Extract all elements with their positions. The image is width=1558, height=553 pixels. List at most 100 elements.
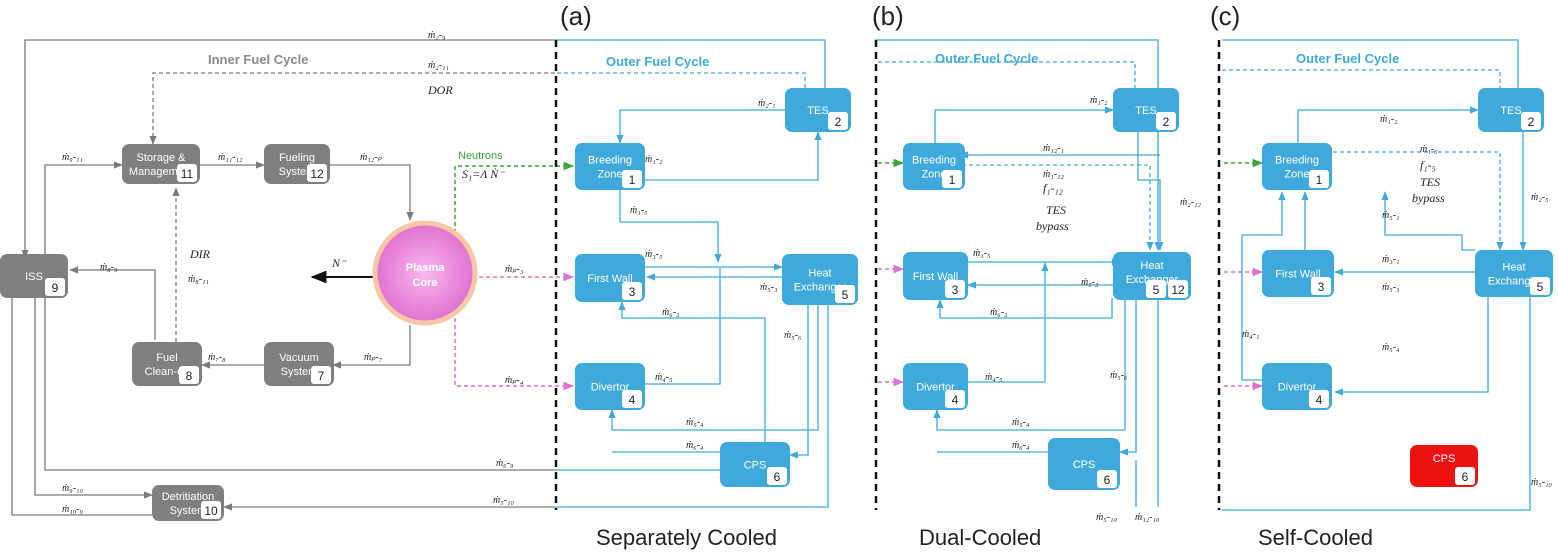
plasma-label-1: Plasma [406, 262, 445, 274]
c-heat-exchanger-block-label: Heat [1502, 262, 1525, 274]
tes-bypass-label-b-2: bypass [1036, 219, 1069, 233]
panel-b-connectors [875, 39, 1164, 507]
vacuum-system-block-number: 7 [318, 369, 325, 383]
b-flow-label: ṁ₆-₃ [990, 307, 1008, 318]
c-flow-label: ṁ₁-₂ [1380, 114, 1398, 125]
b-flow-label: ṁ₅-₆ [1110, 370, 1128, 381]
a-cps-block-number: 6 [774, 470, 781, 484]
c-cps-block-number: 6 [1462, 470, 1469, 484]
c-flow-label: ṁ₅-₄ [1382, 342, 1400, 353]
c-first-wall-block-label: First Wall [1275, 269, 1320, 281]
outer-fuel-cycle-label-b: Outer Fuel Cycle [935, 51, 1038, 66]
inner-flow-label: ṁ₂-₁₁ [428, 60, 449, 71]
storage-management-block-label: Storage & [137, 152, 187, 164]
panel-titles: (a) (b) (c) Separately Cooled Dual-Coole… [560, 1, 1373, 550]
a-tes-block: TES 2 [785, 88, 851, 132]
vacuum-system-block-label: Vacuum [279, 352, 319, 364]
vacuum-system-block-label: System [281, 366, 318, 378]
a-flow-label: ṁ₅-₄ [686, 417, 704, 428]
inner-flow-label: ṁ₉-₁₀ [62, 483, 84, 494]
a-flow-label: ṁ₅-₃ [760, 282, 778, 293]
detritiation-system-block-number: 10 [204, 504, 218, 518]
a-breeding-zone-block-number: 1 [629, 173, 636, 187]
iss-block: ISS 9 [0, 254, 68, 298]
b-flow-label: ṁ₃-₅ [973, 248, 991, 259]
b-flow-label: ṁ₅-₁₀ [1096, 512, 1118, 523]
b-breeding-zone-block-number: 1 [949, 173, 956, 187]
a-heat-exchanger-block-label: Exchanger [794, 282, 847, 294]
b-flow-label: ṁ₄-₅ [985, 372, 1003, 383]
c-flow-label: ṁ₅-₃ [1382, 282, 1400, 293]
iss-block-number: 9 [52, 281, 59, 295]
b-flow-label: ṁ₅-₃ [1081, 277, 1099, 288]
a-first-wall-block-label: First Wall [587, 273, 632, 285]
b-tes-block-label: TES [1135, 105, 1156, 117]
a-heat-exchanger-block-number: 5 [842, 288, 849, 302]
panel-a-connectors [8, 39, 829, 516]
cycle-labels: Inner Fuel Cycle Outer Fuel Cycle Outer … [208, 51, 1399, 69]
tes-bypass-label-c-2: bypass [1412, 191, 1445, 205]
c-divertor-block-number: 4 [1316, 393, 1323, 407]
a-divertor-block-number: 4 [629, 393, 636, 407]
tes-bypass-label-c-1: TES [1420, 175, 1440, 189]
a-tes-block-label: TES [807, 105, 828, 117]
a-flow-label: ṁ₂-₁ [758, 98, 776, 109]
c-divertor-block-label: Divertor [1278, 382, 1317, 394]
b-flow-label: ṁ₁₂-₁ [1043, 143, 1064, 154]
neutron-loss-label: N⁻ [331, 256, 348, 270]
iss-block-label: ISS [25, 271, 43, 283]
inner-flow-label: ṁ₅-₁₀ [493, 495, 515, 506]
a-flow-label: ṁ₄-₅ [655, 372, 673, 383]
inner-flow-label: ṁ₆-₉ [496, 458, 514, 469]
a-flow-label: ṁ₃-₅ [645, 249, 663, 260]
a-flow-label: ṁ₁-₅ [630, 205, 648, 216]
c-tes-block-label: TES [1500, 105, 1521, 117]
c-flow-label: ṁ₅-₁ [1382, 210, 1400, 221]
a-cps-block-label: CPS [744, 460, 767, 472]
panel-b-label: (b) [872, 1, 904, 31]
c-flow-label: ṁ₂-₅ [1531, 192, 1549, 203]
c-tes-block-number: 2 [1528, 115, 1535, 129]
a-flow-label: ṁₚ-₄ [505, 375, 524, 386]
b-cps-block-label: CPS [1073, 459, 1096, 471]
a-first-wall-block-number: 3 [629, 285, 636, 299]
inner-flow-label: ṁ₁₁-₁₂ [218, 152, 243, 163]
b-breeding-zone-block-label: Breeding [912, 155, 956, 167]
detritiation-system-block-label: Detritiation [162, 491, 215, 503]
fuel-cleanup-block-label: Clean-up [145, 366, 190, 378]
a-cps-block: CPS 6 [720, 442, 790, 487]
a-divertor-block-label: Divertor [591, 382, 630, 394]
b-heat-exchanger-block-number: 12 [1171, 283, 1185, 297]
panel-separators [554, 40, 1221, 510]
caption-dual-cooled: Dual-Cooled [919, 525, 1041, 550]
plasma-label-2: Core [412, 277, 437, 289]
detritiation-system-block-label: System [170, 505, 207, 517]
f-1-12-label: f₁-₁₂ [1043, 181, 1063, 195]
a-flow-label: ṁ₆-₃ [662, 307, 680, 318]
b-flow-label: ṁ₅-₄ [1012, 417, 1030, 428]
inner-flow-label: ṁ₇-₈ [208, 352, 226, 363]
a-tes-block-number: 2 [835, 115, 842, 129]
outer-fuel-cycle-label-c: Outer Fuel Cycle [1296, 51, 1399, 66]
c-flow-label: ṁ₄-₁ [1242, 329, 1260, 340]
panel-c-connectors [1222, 39, 1531, 511]
dor-label: DOR [427, 83, 453, 97]
b-divertor-block-label: Divertor [916, 382, 955, 394]
